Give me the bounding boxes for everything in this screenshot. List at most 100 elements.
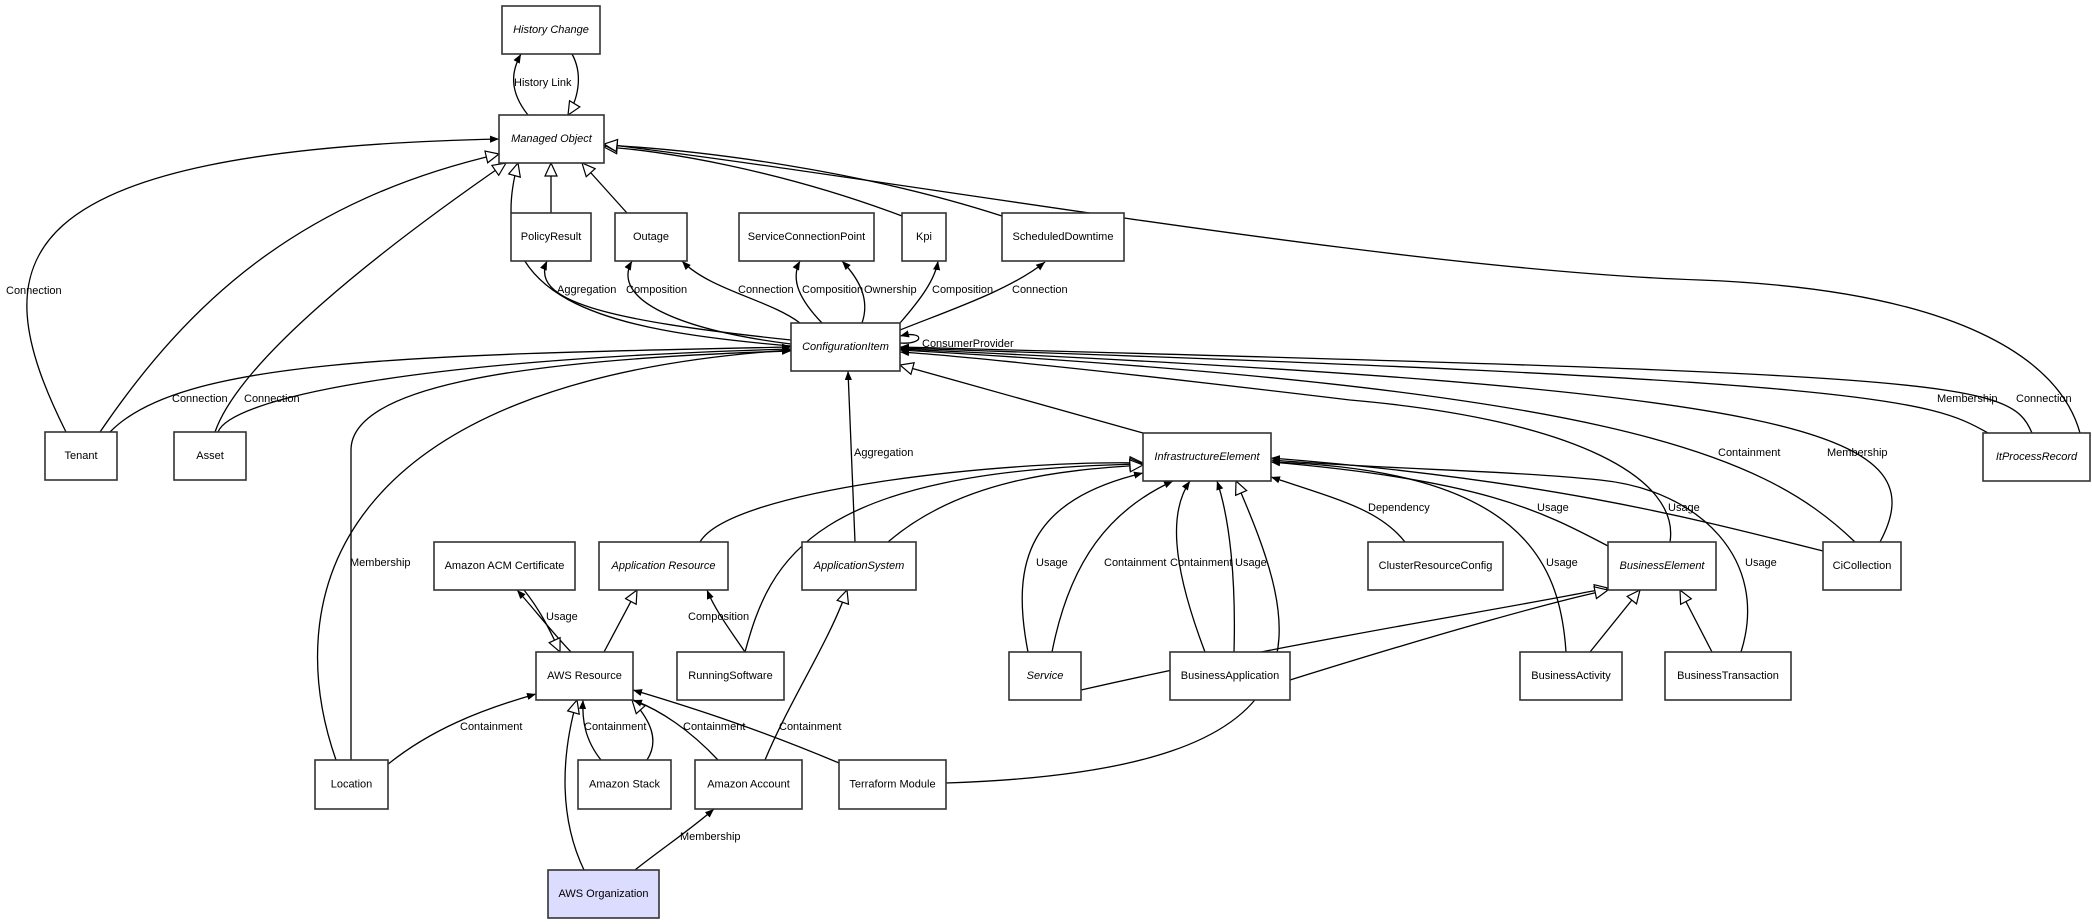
edge-location-to-configuration-item bbox=[350, 347, 792, 760]
association-connector bbox=[706, 589, 746, 653]
association-connector bbox=[1270, 459, 1609, 547]
edge-label: Containment bbox=[1718, 447, 1780, 459]
association-connector bbox=[634, 808, 715, 871]
association-connector bbox=[540, 260, 792, 341]
class-node-cluster-resource-config[interactable]: ClusterResourceConfig bbox=[1367, 541, 1504, 591]
association-connector bbox=[632, 699, 719, 761]
class-name: Amazon Stack bbox=[589, 778, 660, 790]
edge-label: Aggregation bbox=[557, 284, 616, 296]
edge-label: Containment bbox=[460, 721, 522, 733]
class-node-outage[interactable]: Outage bbox=[614, 212, 688, 262]
class-name: History Change bbox=[513, 24, 589, 36]
class-node-business-element[interactable]: BusinessElement bbox=[1607, 541, 1717, 591]
edge-business-element-to-infrastructure-element bbox=[1270, 459, 1609, 547]
edge-label: Composition bbox=[802, 284, 863, 296]
association-connector bbox=[26, 135, 500, 433]
class-node-location[interactable]: Location bbox=[314, 759, 389, 810]
class-node-amazon-acm-certificate[interactable]: Amazon ACM Certificate bbox=[433, 541, 576, 591]
edge-label: Connection bbox=[2016, 393, 2072, 405]
class-node-business-activity[interactable]: BusinessActivity bbox=[1519, 651, 1623, 701]
edge-label: Usage bbox=[1235, 557, 1267, 569]
edge-application-system-to-infrastructure-element bbox=[887, 465, 1143, 543]
class-node-asset[interactable]: Asset bbox=[173, 431, 247, 481]
edge-tenant-to-configuration-item bbox=[109, 343, 792, 433]
edge-amazon-acm-certificate-to-aws-resource bbox=[523, 589, 560, 652]
association-connector bbox=[1051, 480, 1174, 653]
class-name: BusinessTransaction bbox=[1677, 670, 1779, 682]
class-node-policy-result[interactable]: PolicyResult bbox=[510, 212, 592, 262]
edge-label: Usage bbox=[1668, 502, 1700, 514]
class-name: ScheduledDowntime bbox=[1013, 231, 1114, 243]
class-node-service[interactable]: Service bbox=[1008, 651, 1082, 701]
class-node-it-process-record[interactable]: ItProcessRecord bbox=[1982, 432, 2091, 482]
association-connector bbox=[1175, 480, 1206, 653]
class-name: Application Resource bbox=[611, 560, 716, 572]
class-name: AWS Organization bbox=[558, 888, 648, 900]
association-connector bbox=[899, 344, 1989, 434]
class-node-tenant[interactable]: Tenant bbox=[44, 431, 118, 481]
edge-configuration-item-to-scheduled-downtime bbox=[899, 261, 1046, 331]
class-box bbox=[694, 759, 803, 810]
class-box bbox=[790, 322, 901, 372]
association-connector bbox=[109, 343, 792, 433]
edge-label: Composition bbox=[932, 284, 993, 296]
edge-business-element-to-configuration-item bbox=[899, 348, 1672, 543]
class-node-managed-object[interactable]: Managed Object bbox=[498, 114, 605, 164]
association-connector bbox=[632, 689, 840, 764]
class-name: Managed Object bbox=[511, 133, 593, 145]
inheritance-connector bbox=[900, 365, 1144, 434]
class-box bbox=[535, 651, 634, 701]
edge-it-process-record-to-configuration-item bbox=[899, 344, 1989, 434]
inheritance-connector bbox=[887, 465, 1143, 543]
edge-scheduled-downtime-to-managed-object bbox=[604, 145, 1003, 217]
inheritance-connector bbox=[214, 163, 506, 433]
inheritance-connector bbox=[1589, 590, 1640, 653]
edge-tenant-to-managed-object bbox=[26, 135, 500, 433]
class-name: ConfigurationItem bbox=[802, 341, 889, 353]
class-box bbox=[1001, 212, 1125, 262]
class-name: BusinessActivity bbox=[1531, 670, 1611, 682]
class-node-scheduled-downtime[interactable]: ScheduledDowntime bbox=[1001, 212, 1125, 262]
edge-aws-resource-to-amazon-acm-certificate bbox=[516, 589, 572, 653]
class-node-terraform-module[interactable]: Terraform Module bbox=[838, 759, 947, 810]
class-node-business-application[interactable]: BusinessApplication bbox=[1169, 651, 1291, 701]
edge-application-resource-to-infrastructure-element bbox=[699, 463, 1143, 543]
class-node-application-system[interactable]: ApplicationSystem bbox=[801, 541, 917, 591]
edge-it-process-record-to-configuration-item bbox=[899, 343, 2033, 434]
class-name: BusinessApplication bbox=[1181, 670, 1279, 682]
class-node-aws-resource[interactable]: AWS Resource bbox=[535, 651, 634, 701]
class-node-running-software[interactable]: RunningSoftware bbox=[676, 651, 785, 701]
inheritance-connector bbox=[945, 481, 1280, 784]
edge-business-activity-to-infrastructure-element bbox=[1270, 458, 1567, 653]
association-connector bbox=[624, 260, 792, 345]
class-node-history-change[interactable]: History Change bbox=[501, 5, 601, 55]
edge-tenant-to-managed-object bbox=[99, 154, 499, 433]
class-node-amazon-account[interactable]: Amazon Account bbox=[694, 759, 803, 810]
class-box bbox=[433, 541, 576, 591]
association-connector bbox=[899, 330, 920, 344]
class-node-business-transaction[interactable]: BusinessTransaction bbox=[1664, 651, 1792, 701]
association-connector bbox=[899, 260, 941, 324]
class-node-service-connection-point[interactable]: ServiceConnectionPoint bbox=[738, 212, 875, 262]
class-node-kpi[interactable]: Kpi bbox=[901, 212, 947, 262]
class-node-ci-collection[interactable]: CiCollection bbox=[1822, 541, 1902, 591]
class-box bbox=[1664, 651, 1792, 701]
class-name: Outage bbox=[633, 231, 669, 243]
inheritance-connector bbox=[1680, 590, 1713, 653]
class-name: Terraform Module bbox=[849, 778, 935, 790]
class-node-infrastructure-element[interactable]: InfrastructureElement bbox=[1142, 432, 1272, 482]
edge-business-application-to-business-element bbox=[1289, 590, 1608, 681]
edge-ci-collection-to-configuration-item bbox=[899, 345, 1893, 543]
association-connector bbox=[217, 345, 792, 433]
edge-label: Containment bbox=[584, 721, 646, 733]
association-connector bbox=[844, 370, 856, 543]
association-connector bbox=[1270, 457, 1749, 653]
class-node-amazon-stack[interactable]: Amazon Stack bbox=[577, 759, 672, 810]
edge-label: Aggregation bbox=[854, 447, 913, 459]
edge-configuration-item-to-policy-result bbox=[540, 260, 792, 341]
class-name: ServiceConnectionPoint bbox=[748, 231, 865, 243]
class-node-configuration-item[interactable]: ConfigurationItem bbox=[790, 322, 901, 372]
association-connector bbox=[841, 260, 866, 324]
class-node-application-resource[interactable]: Application Resource bbox=[598, 541, 729, 591]
class-node-aws-organization[interactable]: AWS Organization bbox=[547, 869, 660, 919]
